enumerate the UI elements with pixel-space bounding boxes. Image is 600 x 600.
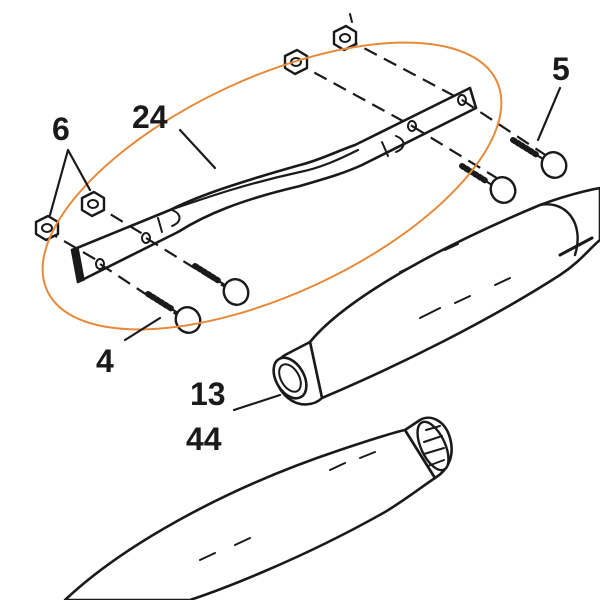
callout-13: 13 [190, 376, 226, 412]
leader-lines [48, 86, 562, 412]
callout-24: 24 [132, 99, 168, 135]
bolt-left-lower [145, 291, 202, 334]
bolt-right-lower [459, 163, 517, 204]
upper-muffler [272, 186, 600, 406]
callout-6: 6 [52, 111, 70, 147]
nut-left-lower [34, 214, 60, 242]
callout-5: 5 [552, 51, 570, 87]
callout-44: 44 [186, 421, 222, 457]
mounting-bracket [70, 86, 478, 284]
nut-right-upper [332, 13, 358, 52]
bolt-right-upper [510, 137, 568, 179]
nut-left-upper [80, 190, 106, 218]
highlight-ellipse [41, 41, 503, 331]
callout-4: 4 [96, 343, 114, 379]
assembly-lines [44, 37, 551, 321]
lower-muffler [63, 416, 453, 600]
bolt-left-upper [192, 263, 250, 306]
